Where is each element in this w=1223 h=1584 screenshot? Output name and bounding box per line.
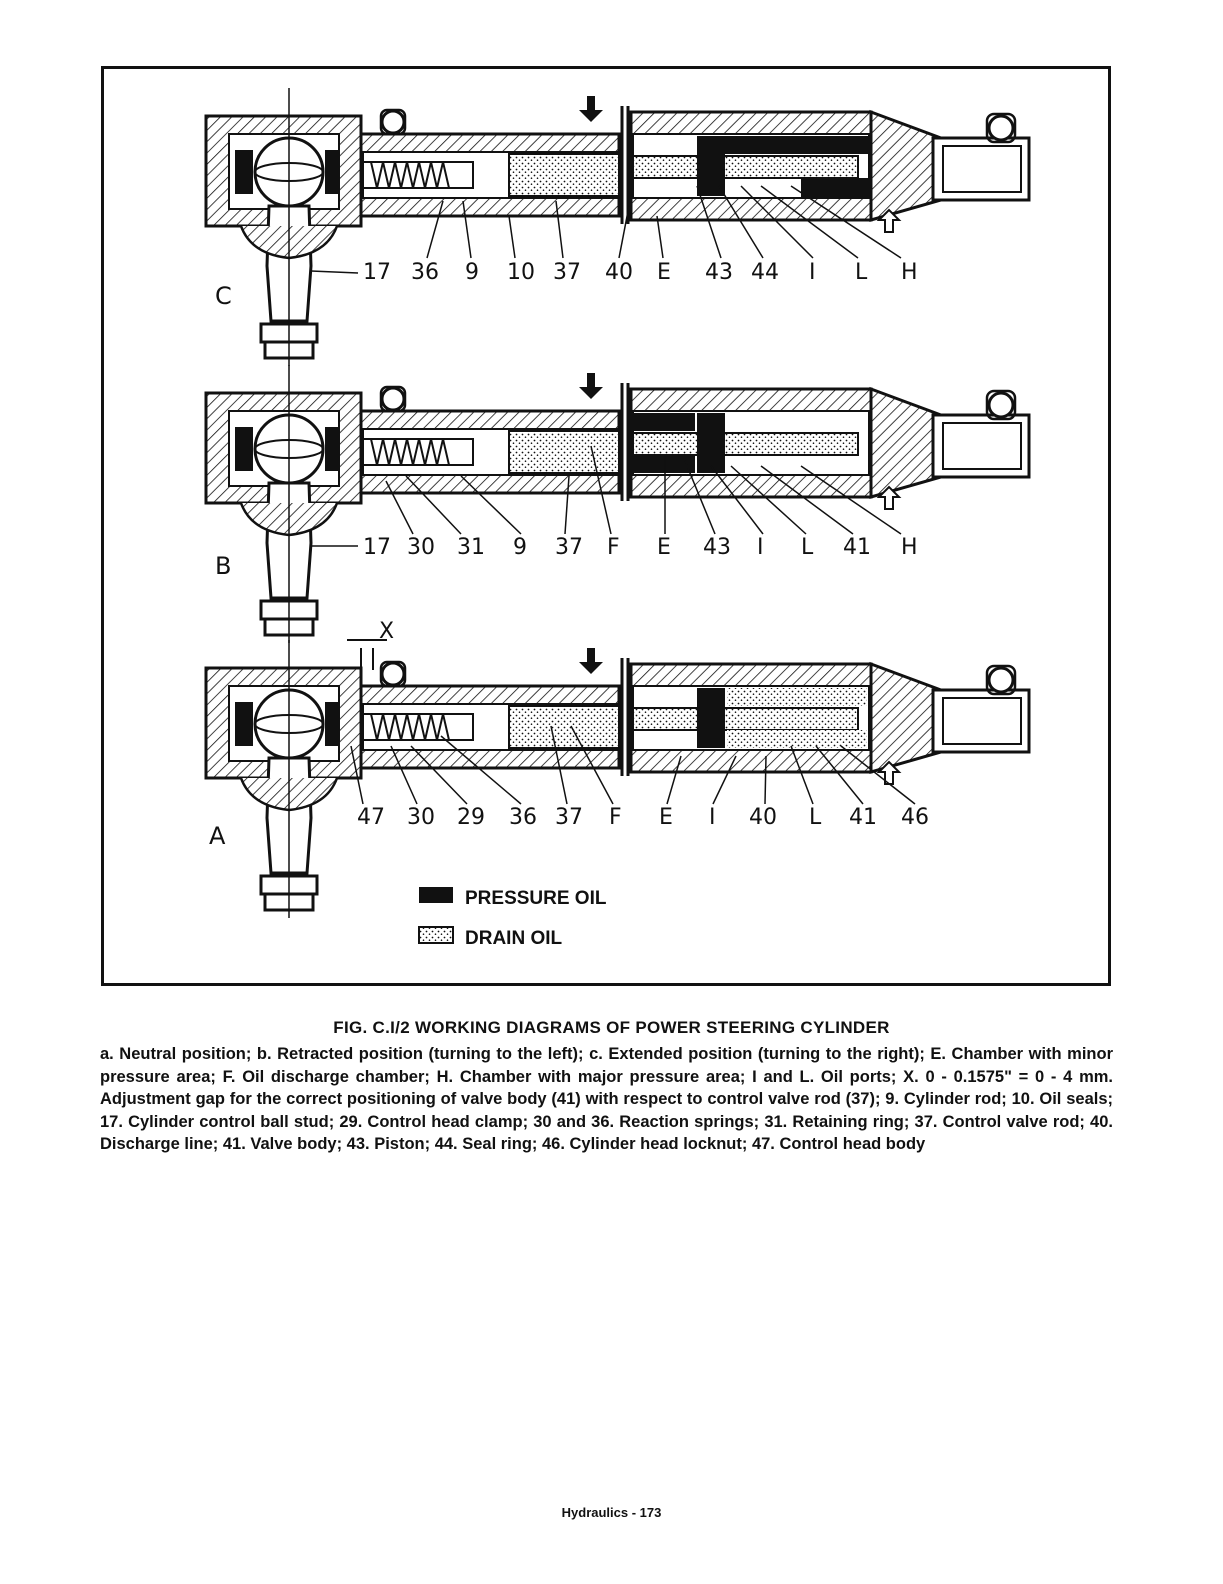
callout-label: 47 [357,805,385,830]
leader-lines-a [350,725,916,805]
callout-label: F [607,535,620,560]
callout-label: F [609,805,622,830]
page-footer: Hydraulics - 173 [561,1505,662,1520]
callout-label: 46 [901,805,929,830]
callout-label: 31 [457,535,485,560]
callout-label: 44 [751,260,779,285]
callout-label: I [809,260,816,285]
callout-label: L [801,535,814,560]
legend-drain-oil: DRAIN OIL [465,928,563,949]
callout-label: 36 [509,805,537,830]
callout-label: H [901,535,918,560]
callout-label: 37 [553,260,581,285]
callout-label: 41 [849,805,877,830]
legend: PRESSURE OIL DRAIN OIL [418,887,607,949]
drain-oil-swatch [418,926,454,944]
figure-frame: C B A 17 36 9 10 37 40 E 43 44 I L H 17 … [101,66,1111,986]
position-b-cylinder [204,363,1031,645]
figure-border [101,66,1111,986]
callout-label: 37 [555,535,583,560]
callout-label: 36 [411,260,439,285]
leader-lines-b [311,445,902,547]
callout-label: 9 [465,260,479,285]
callout-label: I [709,805,716,830]
callout-label: 17 [363,260,391,285]
callout-label: E [659,805,673,830]
position-letter-a: A [209,822,226,850]
position-a-cylinder [204,638,1031,920]
callout-label: 43 [703,535,731,560]
callout-label: 30 [407,535,435,560]
gap-x-label: X [379,619,394,644]
callouts-c: 17 36 9 10 37 40 E 43 44 I L H [363,260,918,285]
pressure-oil-swatch [419,887,453,903]
callout-label: L [855,260,868,285]
legend-pressure-oil: PRESSURE OIL [465,888,607,909]
leader-lines-c [310,185,902,274]
callout-label: 40 [749,805,777,830]
callouts-b: 17 30 31 9 37 F E 43 I L 41 H [363,535,918,560]
callout-label: 40 [605,260,633,285]
callout-label: 9 [513,535,527,560]
position-letter-c: C [215,282,232,310]
callout-label: H [901,260,918,285]
callout-label: 41 [843,535,871,560]
callout-label: 17 [363,535,391,560]
position-c-cylinder [204,86,1031,368]
position-letter-b: B [215,552,231,580]
callouts-a: 47 30 29 36 37 F E I 40 L 41 46 [357,805,929,830]
callout-label: 43 [705,260,733,285]
callout-label: 10 [507,260,535,285]
callout-label: 37 [555,805,583,830]
callout-label: I [757,535,764,560]
figure-caption-title: FIG. C.I/2 WORKING DIAGRAMS OF POWER STE… [333,1018,890,1037]
figure-caption-body: a. Neutral position; b. Retracted positi… [100,1045,1113,1153]
callout-label: 30 [407,805,435,830]
callout-label: E [657,260,671,285]
callout-label: 29 [457,805,485,830]
callout-label: L [809,805,822,830]
callout-label: E [657,535,671,560]
power-steering-cylinder-diagram: C B A 17 36 9 10 37 40 E 43 44 I L H 17 … [101,66,1111,986]
